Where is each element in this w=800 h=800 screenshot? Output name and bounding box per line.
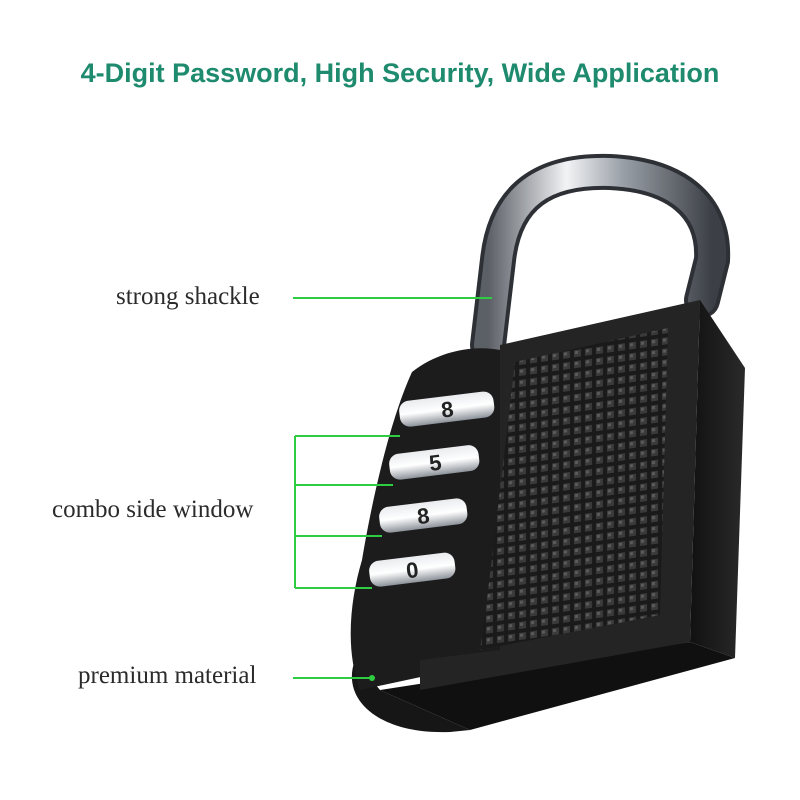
lock-body bbox=[350, 300, 745, 733]
headline: 4-Digit Password, High Security, Wide Ap… bbox=[80, 58, 720, 88]
dial-1-digit: 8 bbox=[440, 396, 455, 422]
material-callout-dot bbox=[369, 675, 375, 681]
callout-strong-shackle: strong shackle bbox=[116, 283, 260, 310]
callout-lines bbox=[293, 297, 492, 681]
shackle bbox=[470, 153, 731, 363]
callout-premium-material: premium material bbox=[78, 662, 257, 689]
dial-2-digit: 5 bbox=[428, 450, 443, 476]
dial-2[interactable]: 5 bbox=[388, 444, 480, 481]
dial-3[interactable]: 8 bbox=[378, 497, 469, 534]
dial-1[interactable]: 8 bbox=[398, 390, 495, 427]
dial-3-digit: 8 bbox=[416, 503, 431, 529]
callout-combo-side-window: combo side window bbox=[52, 496, 254, 523]
dial-4[interactable]: 0 bbox=[368, 552, 457, 588]
dial-4-digit: 0 bbox=[405, 557, 420, 583]
